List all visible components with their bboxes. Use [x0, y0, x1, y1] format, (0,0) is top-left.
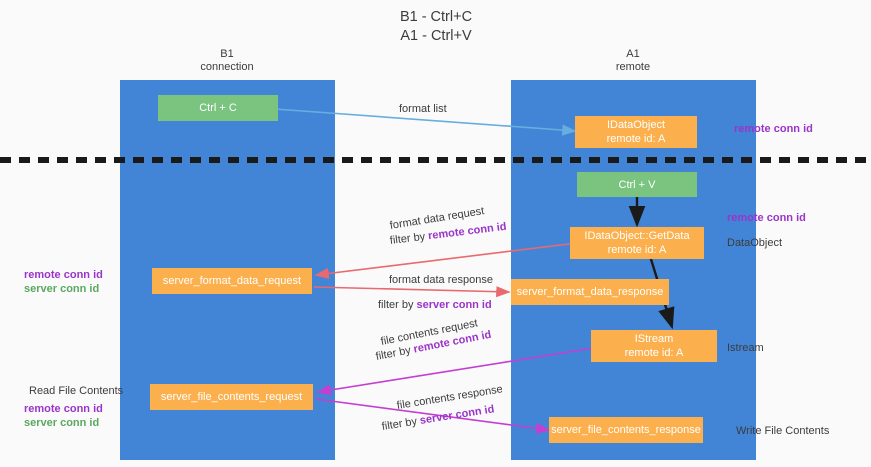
- lane-header-a1: A1 remote: [615, 48, 651, 73]
- filter-by-text: filter by: [378, 299, 417, 311]
- node-idataobject-getdata[interactable]: IDataObject::GetData remote id: A: [570, 227, 704, 259]
- diagram-title: B1 - Ctrl+C A1 - Ctrl+V: [399, 9, 473, 44]
- annotation-dataobject: DataObject: [727, 237, 783, 249]
- key-server-conn-id: server conn id: [416, 299, 492, 311]
- filter-by-text: filter by: [389, 230, 429, 247]
- node-server-format-data-request[interactable]: server_format_data_request: [152, 268, 312, 294]
- annotation-left-remote-conn-id-a: remote conn id: [24, 269, 103, 281]
- edge-label-format-list: format list: [399, 103, 447, 115]
- annotation-istream: Istream: [727, 342, 764, 354]
- edge-label-format-data-response-filter: filter by server conn id: [378, 298, 492, 313]
- annotation-left-server-conn-id-b: server conn id: [24, 417, 100, 429]
- node-idataobject[interactable]: IDataObject remote id: A: [575, 116, 697, 148]
- annotation-remote-conn-id-mid: remote conn id: [727, 212, 806, 224]
- node-ctrl-v[interactable]: Ctrl + V: [577, 172, 697, 197]
- annotation-left-server-conn-id-a: server conn id: [24, 283, 100, 295]
- edge-label-format-data-response: format data response: [389, 274, 493, 286]
- annotation-left-remote-conn-id-b: remote conn id: [24, 403, 103, 415]
- node-ctrl-c[interactable]: Ctrl + C: [158, 95, 278, 121]
- annotation-remote-conn-id-top: remote conn id: [734, 123, 813, 135]
- node-server-file-contents-response[interactable]: server_file_contents_response: [549, 417, 703, 443]
- node-server-format-data-response[interactable]: server_format_data_response: [511, 279, 669, 305]
- node-istream[interactable]: IStream remote id: A: [591, 330, 717, 362]
- filter-by-text: filter by: [380, 415, 421, 433]
- node-server-file-contents-request[interactable]: server_file_contents_request: [150, 384, 313, 410]
- annotation-read-file-contents: Read File Contents: [29, 385, 124, 397]
- annotation-write-file-contents: Write File Contents: [736, 425, 830, 437]
- lane-header-b1: B1 connection: [200, 48, 254, 73]
- filter-by-text: filter by: [374, 343, 415, 363]
